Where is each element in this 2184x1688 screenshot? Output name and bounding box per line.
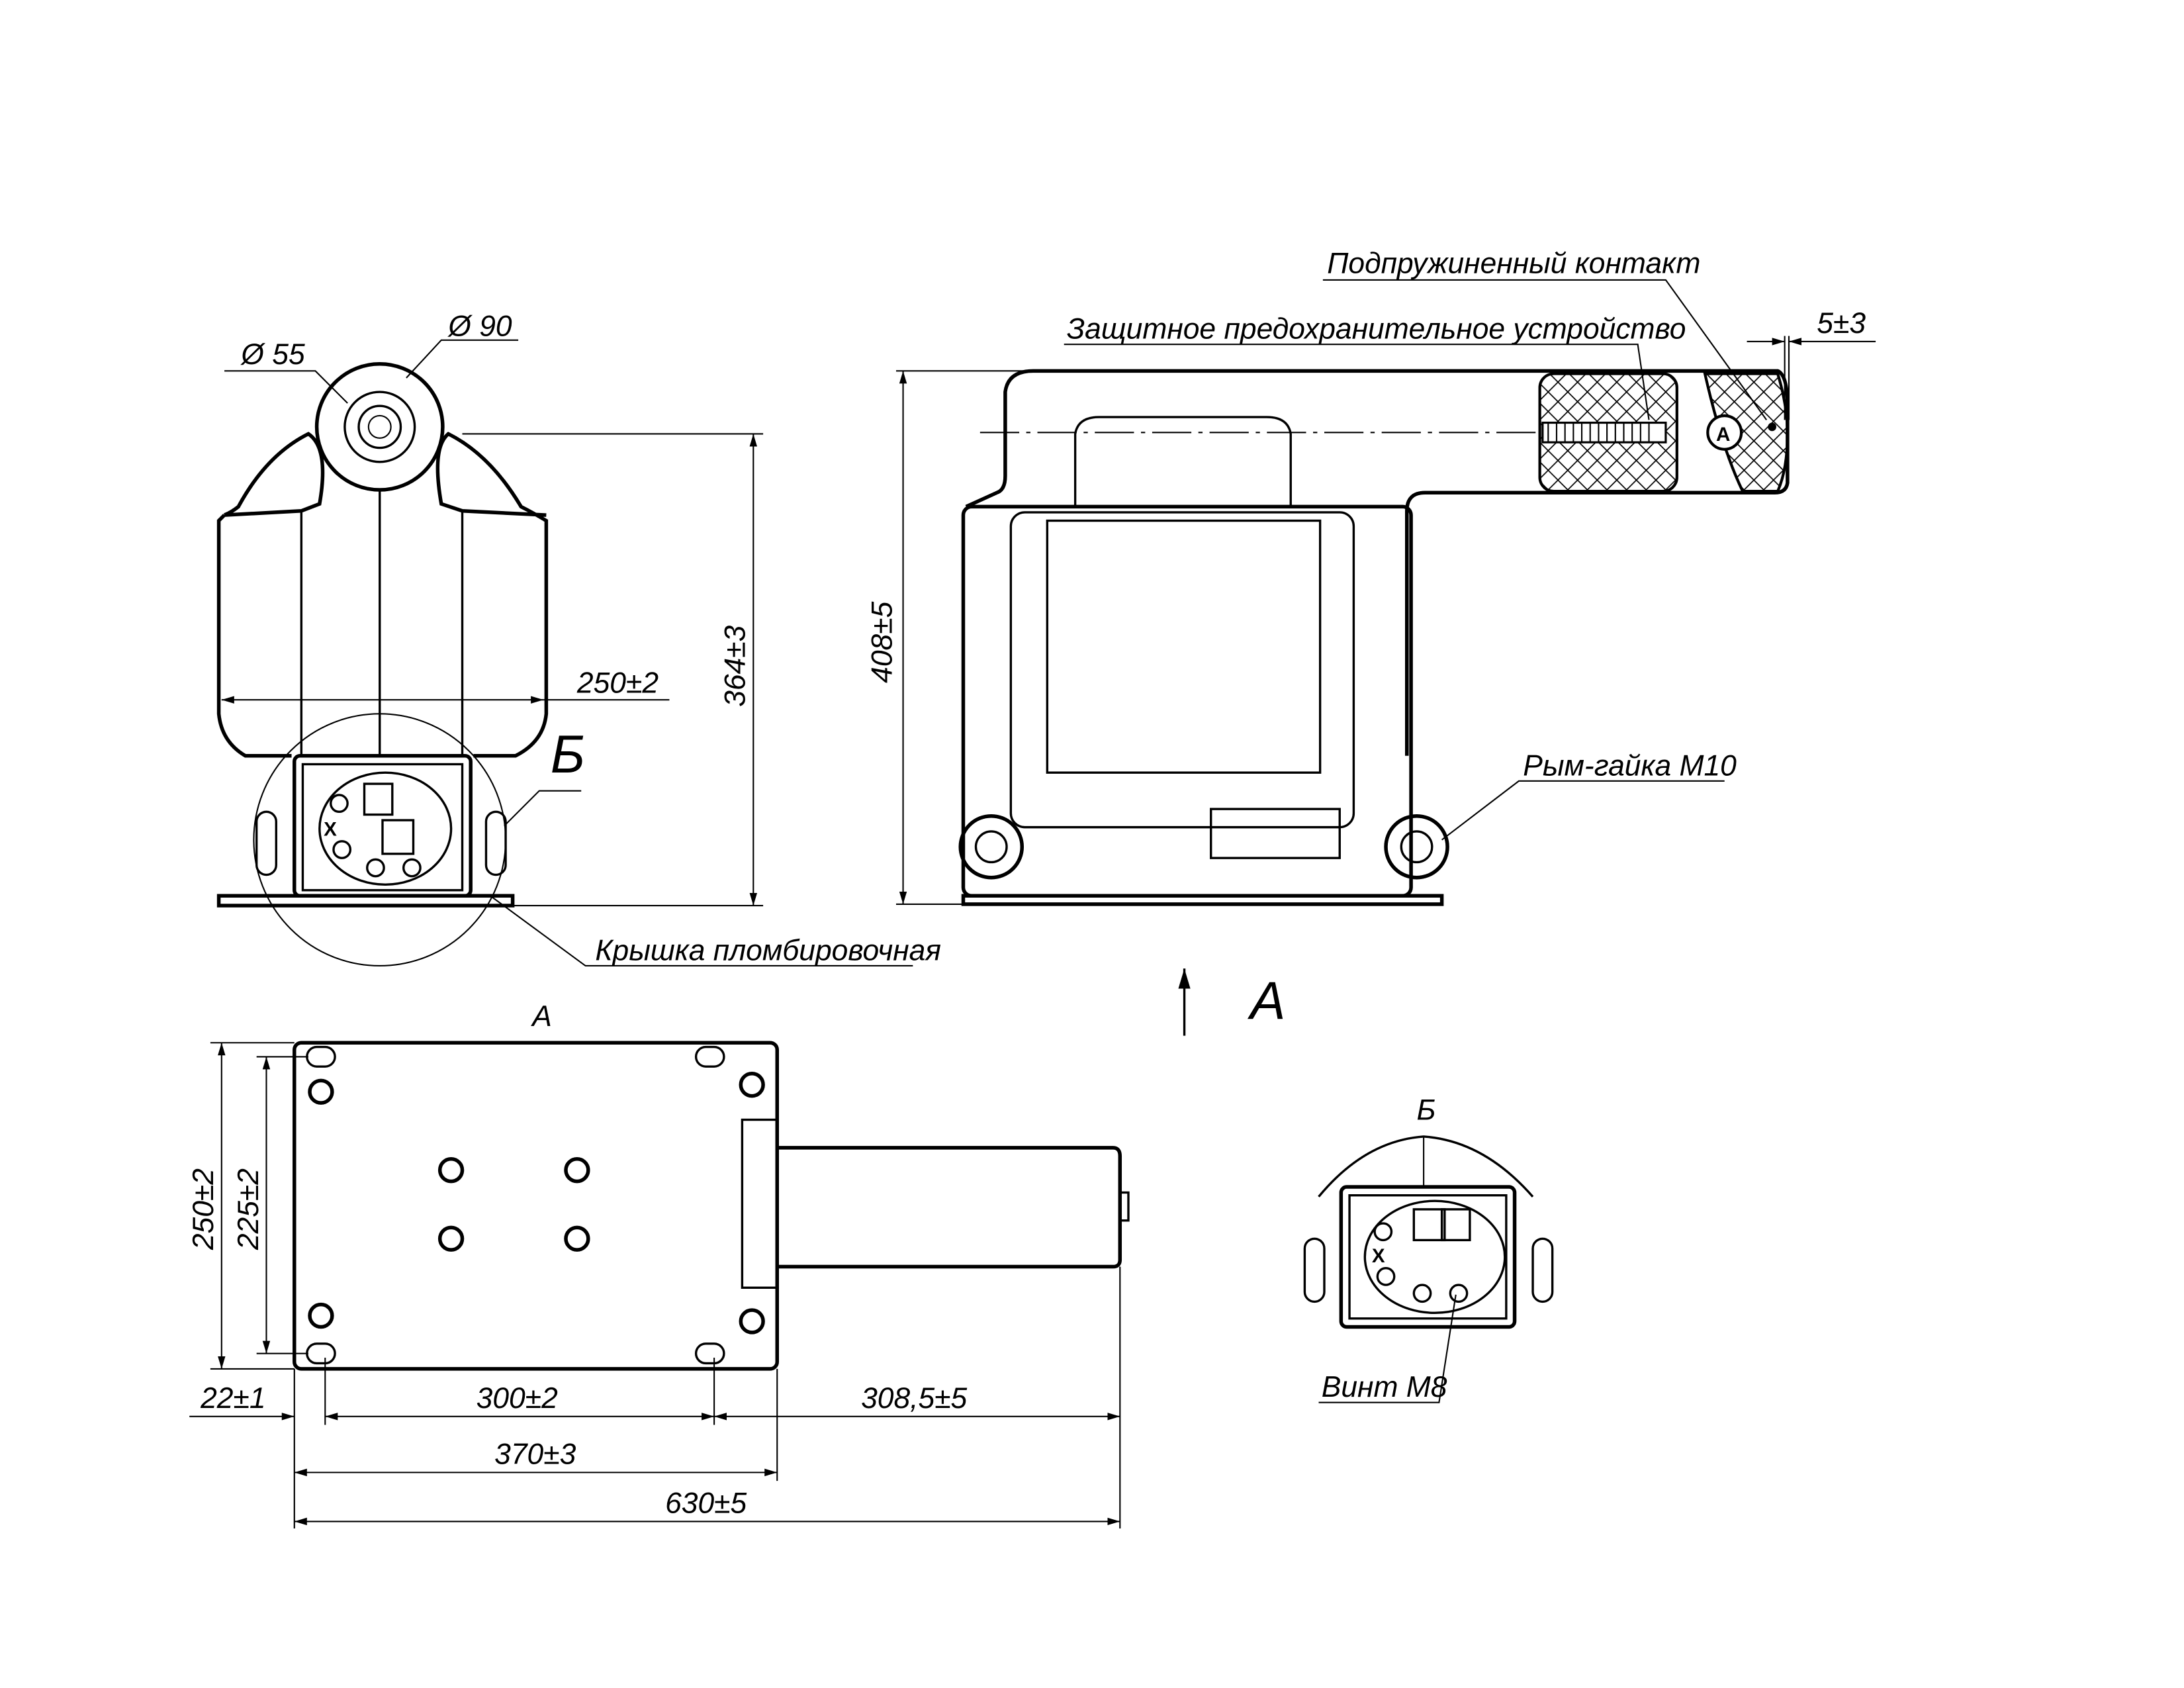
terminal-flange [741, 1118, 778, 1289]
dim-250-label: 250±2 [187, 1168, 220, 1250]
bushing-arm [777, 1146, 1122, 1269]
screw-icon [1449, 1284, 1469, 1303]
screw-icon [330, 794, 349, 814]
dim-d90-label: Ø 90 [447, 310, 512, 342]
eye-nut-hole [974, 830, 1008, 864]
terminal-block [1440, 1208, 1471, 1242]
bolt-icon [437, 1225, 465, 1252]
dim-gap-label: 5±3 [1817, 307, 1866, 340]
dim-225-label: 225±2 [232, 1168, 265, 1250]
bolt-icon [437, 1156, 465, 1184]
eye-nut-right [1384, 814, 1449, 880]
mount-post [1303, 1237, 1326, 1303]
callout-spring-contact: Подпружиненный контакт [1327, 247, 1700, 279]
detail-view: Б X Винт М8 [1303, 1094, 1554, 1403]
screw-icon [1376, 1266, 1396, 1286]
front-view: X 250±2 364±3 Ø 55 Ø 90 Б Крышка пломбир… [216, 310, 941, 967]
leader-d55 [224, 370, 348, 404]
dim-370-label: 370±3 [494, 1438, 576, 1471]
bushing-core [357, 404, 402, 449]
mount-slot [306, 1342, 336, 1365]
dim-630-label: 630±5 [665, 1487, 747, 1520]
leader-screw [1318, 1294, 1457, 1403]
core-top-bulge [1073, 416, 1292, 507]
fuse-spring [1541, 421, 1667, 444]
terminal-block [381, 819, 415, 855]
contact-marker-label: A [1716, 424, 1730, 445]
transformer-body-outline [216, 432, 549, 758]
dim-d55-label: Ø 55 [240, 338, 305, 371]
bolt-icon [564, 1156, 590, 1184]
terminal-marking: X [1372, 1245, 1385, 1267]
leader-detail [504, 790, 582, 827]
leader-seal-cover [490, 895, 913, 967]
screw-icon [1412, 1284, 1432, 1303]
bolt-icon [739, 1072, 765, 1098]
eye-nut-hole [1400, 830, 1433, 864]
callout-eye-nut: Рым-гайка М10 [1523, 749, 1737, 782]
bolt-icon [564, 1225, 590, 1252]
spring-coils [1547, 422, 1650, 443]
screw-icon [1373, 1222, 1393, 1242]
bolt-icon [308, 1302, 334, 1329]
dim-width-label: 250±2 [576, 667, 659, 700]
plan-view-title: A [530, 1000, 552, 1033]
terminal-marking: X [324, 818, 337, 840]
side-view: A 408±5 Подпружиненный контакт Защитное … [866, 247, 1876, 1036]
mount-slot [694, 1045, 725, 1068]
nameplate [1210, 808, 1341, 859]
eye-nut-left [958, 814, 1024, 880]
core-face [1009, 511, 1355, 829]
contact-tip [1118, 1191, 1130, 1222]
leader-eye-nut [1441, 780, 1725, 841]
base-plate [961, 894, 1444, 906]
seal-cover [1348, 1194, 1508, 1320]
dim-308-label: 308,5±5 [861, 1382, 967, 1415]
spring-contact-point [1768, 422, 1776, 432]
mount-post [255, 810, 277, 876]
leader-protective-device [1064, 344, 1650, 420]
plan-view: A 250±2 225±2 [187, 1000, 1130, 1528]
terminal-window [1363, 1199, 1506, 1315]
contact-marker [1706, 414, 1743, 451]
mount-slot [694, 1342, 725, 1365]
screw-icon [332, 840, 352, 859]
bolts [308, 1072, 765, 1335]
core-window [1046, 519, 1322, 774]
slots [306, 1045, 725, 1365]
dim-22-label: 22±1 [200, 1382, 265, 1415]
leader-d90 [406, 339, 519, 379]
callout-screw: Винт М8 [1322, 1371, 1447, 1403]
detail-label: Б [551, 725, 585, 784]
view-arrow-label: A [1248, 971, 1286, 1031]
screw-icon [366, 858, 385, 878]
dim-height-label: 364±3 [719, 625, 752, 706]
leader-spring-contact [1322, 279, 1768, 420]
bushing-outer [314, 362, 445, 492]
core-body [961, 504, 1413, 898]
bushing-inner [343, 391, 416, 463]
base-outline [293, 1041, 780, 1371]
bolt-icon [308, 1078, 334, 1105]
terminal-block [363, 782, 394, 816]
terminal-box [1339, 1185, 1517, 1329]
seal-cover [301, 763, 464, 892]
base-plate [216, 894, 515, 908]
dim-height-label: 408±5 [866, 601, 899, 682]
mount-slot [306, 1045, 336, 1068]
screw-icon [402, 858, 422, 878]
detail-circle [253, 713, 507, 967]
terminal-block [1412, 1208, 1446, 1242]
bolt-icon [739, 1308, 765, 1335]
mount-post [1531, 1237, 1554, 1303]
bushing-center [367, 414, 392, 439]
terminal-window [318, 771, 453, 886]
detail-view-title: Б [1417, 1094, 1436, 1127]
callout-protective-device: Защитное предохранительное устройство [1067, 313, 1686, 346]
callout-seal-cover: Крышка пломбировочная [595, 934, 941, 966]
dim-300-label: 300±2 [477, 1382, 558, 1415]
